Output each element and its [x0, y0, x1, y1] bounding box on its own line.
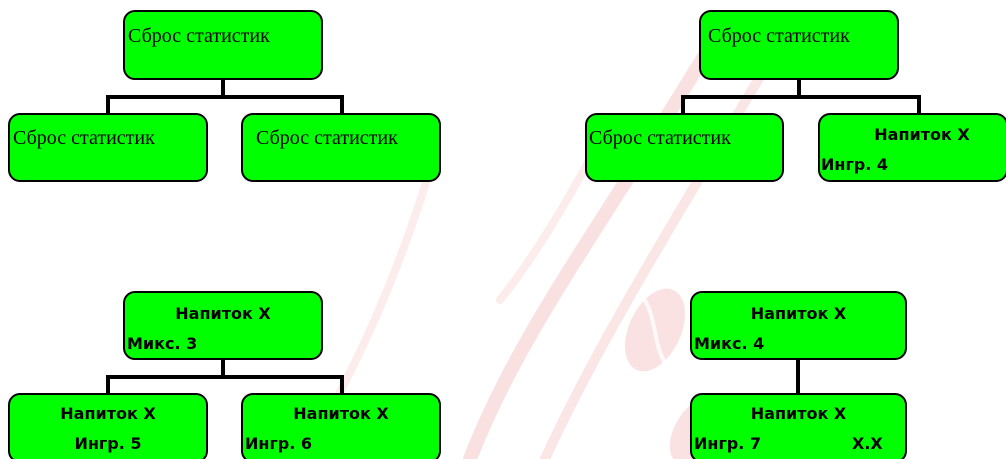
node-title: Напиток X	[293, 404, 389, 423]
node-label: Сброс статистик	[256, 127, 398, 149]
diagram-node: Напиток X Ингр. 6	[241, 393, 441, 459]
diagram-node: Сброс статистик	[585, 113, 784, 182]
diagram-node: Сброс статистик	[8, 113, 208, 182]
node-label: Сброс статистик	[128, 25, 270, 47]
connector-line	[106, 95, 110, 115]
node-title: Напиток X	[60, 404, 156, 423]
diagram-node: Сброс статистик	[699, 10, 899, 80]
diagram-node: Сброс статистик	[123, 10, 323, 80]
connector-line	[106, 95, 344, 99]
connector-line	[797, 77, 801, 98]
connector-line	[681, 95, 685, 115]
diagram-node: Напиток X Ингр. 7 X.X	[690, 393, 907, 459]
connector-line	[681, 95, 921, 99]
diagram-node: Сброс статистик	[241, 113, 441, 182]
node-title: Напиток X	[175, 304, 271, 323]
connector-line	[917, 95, 921, 115]
node-subtitle: Ингр. 4	[821, 155, 889, 174]
diagram-node: Напиток X Ингр. 5	[8, 393, 208, 459]
node-title: Напиток X	[750, 304, 847, 323]
connector-line	[340, 375, 344, 395]
node-subtitle: Микс. 4	[694, 334, 765, 353]
node-subtitle: Ингр. 7	[694, 434, 762, 453]
diagram-node: Напиток X Микс. 4	[690, 291, 907, 360]
node-subtitle: Ингр. 5	[74, 434, 142, 453]
connector-line	[221, 357, 225, 378]
node-label: Сброс статистик	[708, 25, 850, 47]
diagram-node: Напиток X Микс. 3	[123, 291, 323, 360]
node-subtitle: Микс. 3	[127, 334, 198, 353]
node-label: Сброс статистик	[13, 127, 155, 149]
connector-line	[106, 375, 344, 379]
node-value: X.X	[852, 434, 883, 453]
node-title: Напиток X	[750, 404, 847, 423]
connector-line	[340, 95, 344, 115]
connector-line	[221, 77, 225, 98]
connector-line	[106, 375, 110, 395]
node-subtitle: Ингр. 6	[245, 434, 313, 453]
node-label: Сброс статистик	[589, 127, 731, 149]
connector-line	[796, 357, 800, 395]
diagram-node: Напиток X Ингр. 4	[818, 113, 1006, 182]
node-title: Напиток X	[874, 125, 970, 144]
